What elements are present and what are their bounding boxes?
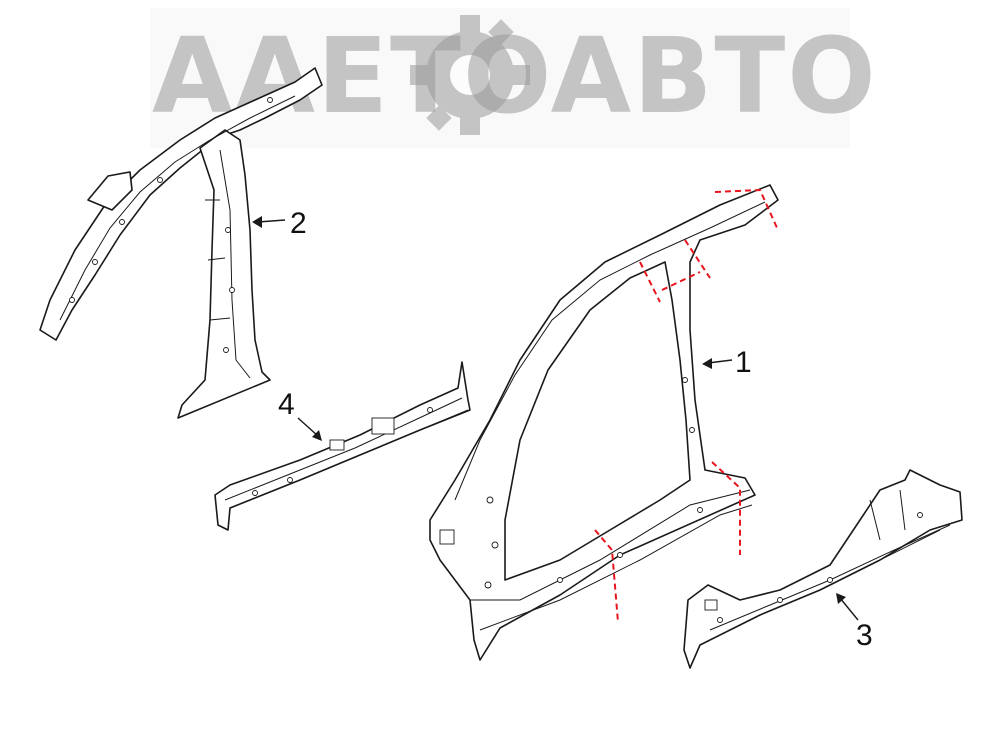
callout-4-label: 4 (278, 388, 295, 421)
cut-line-sill (594, 529, 619, 623)
part-3-rocker (683, 469, 963, 669)
cut-line-upper-b (684, 239, 711, 279)
watermark-logo: AAETOABTO (150, 8, 878, 148)
cut-line-rear-a (711, 461, 741, 555)
part-4-reinforcement (214, 361, 471, 531)
watermark-text: AAETOABTO (152, 15, 878, 137)
callout-4: 4 (278, 388, 322, 441)
part-2-b-pillar (177, 129, 271, 419)
cut-line-upper-c (661, 271, 701, 291)
callout-2: 2 (252, 207, 307, 240)
cut-line-upper-a (639, 261, 661, 303)
part-2-bracket (87, 171, 133, 211)
callout-3: 3 (836, 593, 873, 652)
cut-line-roof (714, 188, 779, 231)
part-1-door-opening (504, 261, 691, 581)
callout-2-label: 2 (290, 207, 307, 240)
callout-1-label: 1 (735, 346, 752, 379)
part-2-pillar (39, 67, 323, 419)
callout-3-label: 3 (856, 619, 873, 652)
part-1-body-side (429, 184, 779, 661)
cut-lines (594, 188, 779, 623)
callout-1: 1 (702, 346, 752, 379)
